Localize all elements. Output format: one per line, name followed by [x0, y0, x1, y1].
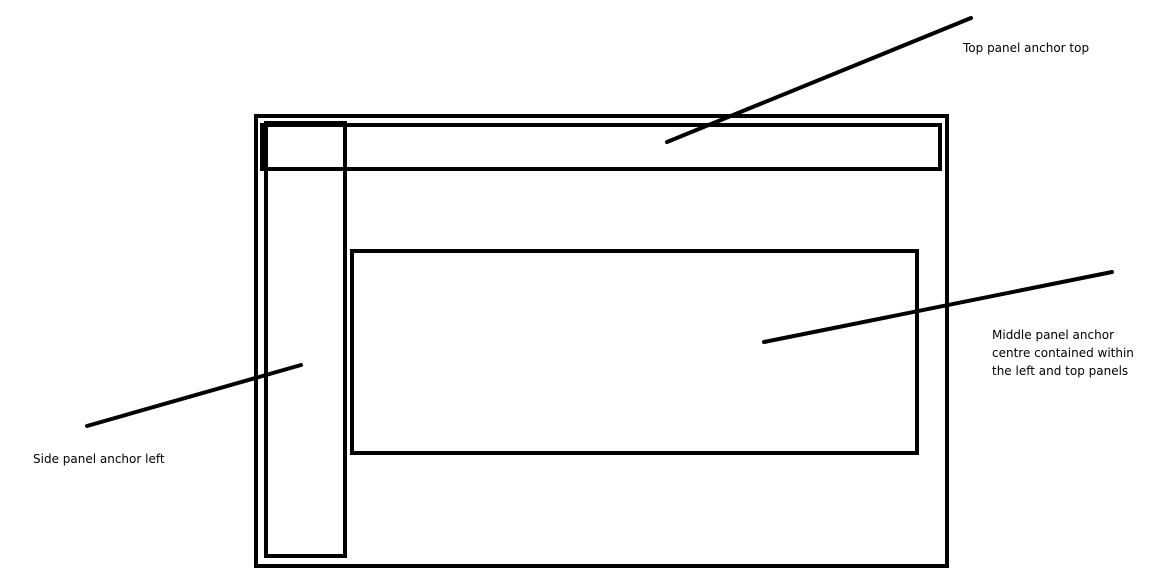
middle-panel: [350, 249, 919, 455]
middle-panel-label: Middle panel anchor centre contained wit…: [992, 328, 1134, 378]
side-panel-pointer-line: [85, 363, 303, 428]
top-panel-pointer-line: [665, 16, 973, 144]
top-panel: [260, 123, 942, 171]
middle-panel-pointer-line: [762, 270, 1114, 344]
top-panel-label: Top panel anchor top: [963, 41, 1090, 55]
side-panel: [264, 121, 347, 558]
side-panel-label: Side panel anchor left: [33, 452, 165, 466]
outer-window-frame: [254, 114, 949, 568]
